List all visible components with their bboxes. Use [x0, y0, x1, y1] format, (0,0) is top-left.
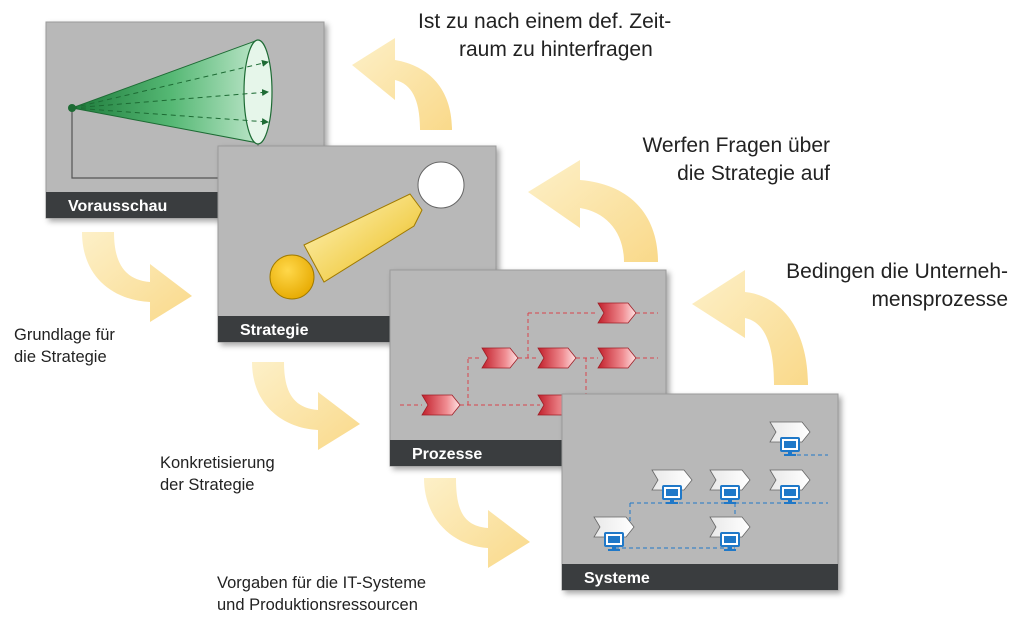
- panel-title-systeme: Systeme: [584, 570, 650, 587]
- label-line: Vorgaben für die IT-Systeme: [217, 574, 427, 592]
- forward-arrow-strategie: [82, 232, 192, 322]
- label-line: Ist zu nach einem def. Zeit-: [418, 10, 672, 33]
- feedback-arrow-strategie: [528, 160, 658, 262]
- label-feedback-prozesse: Bedingen die Unterneh- mensprozesse: [786, 258, 1008, 314]
- label-line: Bedingen die Unterneh-: [786, 260, 1008, 283]
- forward-arrow-prozesse: [252, 362, 360, 450]
- label-line: mensprozesse: [871, 288, 1008, 311]
- label-feedback-strategie: Werfen Fragen über die Strategie auf: [642, 132, 830, 188]
- process-step-icon: [537, 347, 577, 369]
- label-line: Grundlage für: [14, 326, 115, 344]
- system-node: [709, 516, 751, 552]
- process-step-icon: [597, 347, 637, 369]
- system-node: [593, 516, 635, 552]
- label-line: der Strategie: [160, 476, 255, 494]
- system-node: [769, 421, 811, 457]
- label-line: die Strategie: [14, 348, 107, 366]
- label-line: und Produktionsressourcen: [217, 596, 418, 614]
- panel-title-prozesse: Prozesse: [412, 446, 482, 463]
- forward-arrow-systeme: [424, 478, 530, 568]
- systems-network-graphic: [593, 421, 828, 552]
- process-step-icon: [421, 394, 461, 416]
- label-feedback-vorausschau: Ist zu nach einem def. Zeit- raum zu hin…: [418, 8, 671, 64]
- label-forward-prozesse: Konkretisierung der Strategie: [160, 452, 275, 496]
- system-node: [651, 469, 693, 505]
- label-line: Werfen Fragen über: [642, 134, 830, 157]
- label-line: raum zu hinterfragen: [459, 38, 653, 61]
- process-step-icon: [481, 347, 519, 369]
- label-line: Konkretisierung: [160, 454, 275, 472]
- feedback-arrow-vorausschau: [352, 38, 452, 130]
- label-forward-systeme: Vorgaben für die IT-Systeme und Produkti…: [217, 572, 426, 616]
- panel-title-strategie: Strategie: [240, 322, 309, 339]
- strategy-graphic: [269, 161, 465, 300]
- panel-title-vorausschau: Vorausschau: [68, 198, 167, 215]
- system-node: [709, 469, 751, 505]
- feedback-arrow-prozesse: [692, 270, 808, 385]
- label-line: die Strategie auf: [677, 162, 830, 185]
- system-node: [769, 469, 811, 505]
- cone-forecast-graphic: [68, 39, 275, 179]
- label-forward-strategie: Grundlage für die Strategie: [14, 324, 115, 368]
- panel-bar-systeme: [562, 564, 838, 590]
- process-step-icon: [597, 302, 637, 324]
